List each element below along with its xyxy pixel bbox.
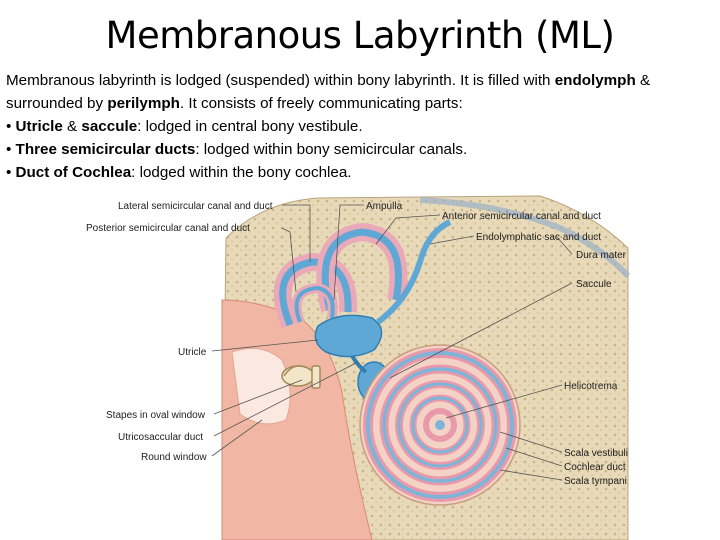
- label-anterior-semicircular-canal: Anterior semicircular canal and duct: [442, 211, 601, 222]
- label-lateral-semicircular-canal: Lateral semicircular canal and duct: [118, 201, 273, 212]
- bullet-term: saccule: [81, 118, 138, 135]
- slide-body: Membranous labyrinth is lodged (suspende…: [6, 69, 718, 184]
- label-utricle: Utricle: [178, 347, 207, 358]
- bullet-marker: •: [6, 141, 16, 158]
- middle-ear-cavity: [231, 347, 291, 425]
- bullet-semicircular-ducts: • Three semicircular ducts: lodged withi…: [6, 138, 718, 161]
- label-posterior-semicircular-canal: Posterior semicircular canal and duct: [86, 223, 250, 234]
- label-scala-vestibuli: Scala vestibuli: [564, 448, 628, 459]
- bullet-term: Utricle: [15, 118, 63, 135]
- utricle: [314, 314, 383, 358]
- intro-text: Membranous labyrinth is lodged (suspende…: [6, 72, 555, 89]
- bullet-term: Duct of Cochlea: [15, 164, 132, 181]
- label-dura-mater: Dura mater: [576, 250, 627, 261]
- bullet-marker: •: [6, 164, 16, 181]
- bullet-text: &: [62, 118, 82, 135]
- endolymph-term: endolymph: [554, 72, 636, 89]
- label-helicotrema: Helicotrema: [564, 381, 618, 392]
- bullet-marker: •: [6, 118, 16, 135]
- cochlea: [359, 344, 521, 506]
- leader-lines: [211, 204, 573, 481]
- intro-text: . It consists of freely communicating pa…: [179, 95, 463, 112]
- label-ampulla: Ampulla: [366, 201, 403, 212]
- intro-text: & surrounded by: [6, 72, 651, 112]
- bullet-cochlear-duct: • Duct of Cochlea: lodged within the bon…: [6, 161, 718, 184]
- bullet-text: : lodged in central bony vestibule.: [137, 118, 363, 135]
- bullet-text: : lodged within bony semicircular canals…: [195, 141, 468, 158]
- intro-paragraph: Membranous labyrinth is lodged (suspende…: [6, 69, 718, 115]
- label-stapes: Stapes in oval window: [106, 410, 206, 421]
- semicircular-canals: [273, 222, 408, 329]
- label-cochlear-duct: Cochlear duct: [564, 462, 626, 473]
- bullet-text: : lodged within the bony cochlea.: [131, 164, 352, 181]
- utriculosaccular-duct: [350, 354, 368, 374]
- inner-ear-illustration: Lateral semicircular canal and duct Post…: [86, 195, 631, 540]
- label-round-window: Round window: [141, 452, 207, 463]
- label-saccule: Saccule: [576, 279, 612, 290]
- perilymph-term: perilymph: [107, 95, 180, 112]
- label-utriculosaccular-duct: Utricosaccular duct: [118, 432, 203, 443]
- endolymphatic-duct: [376, 219, 452, 325]
- label-endolymphatic-sac: Endolymphatic sac and duct: [476, 232, 601, 243]
- slide-title: Membranous Labyrinth (ML): [105, 14, 615, 57]
- bullet-term: Three semicircular ducts: [15, 141, 196, 158]
- label-scala-tympani: Scala tympani: [564, 476, 627, 487]
- dura-mater: [419, 197, 631, 279]
- bullet-utricle-saccule: • Utricle & saccule: lodged in central b…: [6, 115, 718, 138]
